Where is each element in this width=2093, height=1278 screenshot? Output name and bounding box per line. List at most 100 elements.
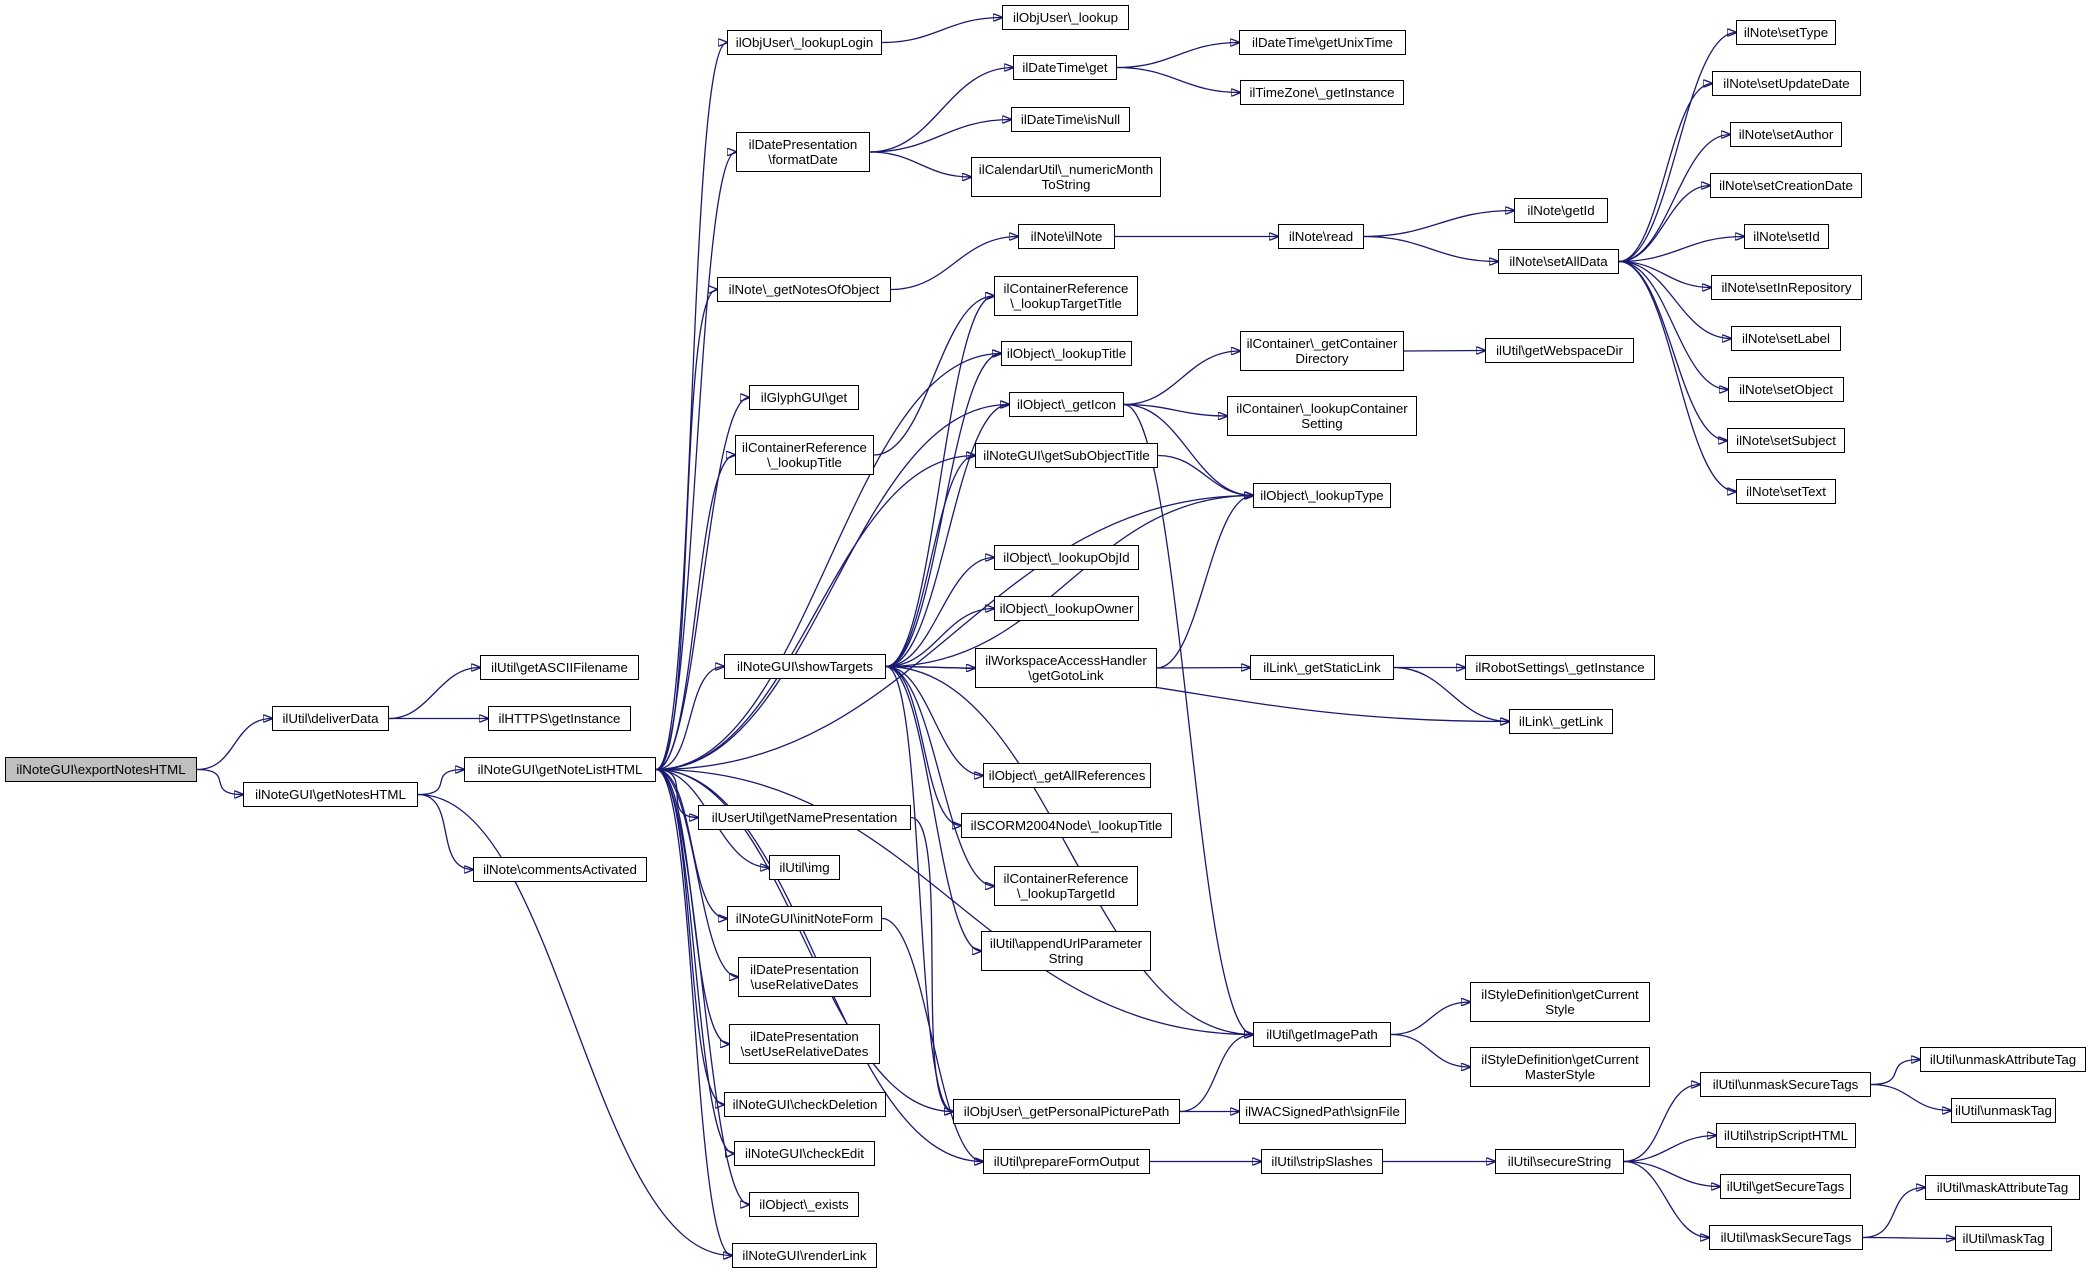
- node-getImagePath[interactable]: ilUtil\getImagePath: [1253, 1022, 1391, 1047]
- node-setLabel[interactable]: ilNote\setLabel: [1731, 326, 1841, 351]
- node-checkDeletion[interactable]: ilNoteGUI\checkDeletion: [724, 1092, 886, 1117]
- node-scorm-lookupTitle[interactable]: ilSCORM2004Node\_lookupTitle: [961, 813, 1172, 838]
- edge-n19-n27: [1618, 260, 1728, 390]
- node-objuser-lookup[interactable]: ilObjUser\_lookup: [1002, 5, 1129, 30]
- edge-n69-n71: [1623, 1160, 1720, 1187]
- edge-n62-n57: [1179, 1035, 1253, 1113]
- node-maskTag[interactable]: ilUtil\maskTag: [1955, 1226, 2052, 1251]
- node-link-getLink[interactable]: ilLink\_getLink: [1509, 709, 1613, 734]
- node-formatDate[interactable]: ilDatePresentation \formatDate: [736, 132, 870, 172]
- edge-n44-n46: [1393, 666, 1509, 722]
- node-getSecureTags[interactable]: ilUtil\getSecureTags: [1720, 1174, 1851, 1199]
- edge-n42-n51: [885, 665, 994, 887]
- node-getAllReferences[interactable]: ilObject\_getAllReferences: [983, 763, 1151, 788]
- edge-n52-n67: [881, 917, 983, 1162]
- node-getWebspaceDir[interactable]: ilUtil\getWebspaceDir: [1485, 338, 1634, 363]
- node-getNotesHTML[interactable]: ilNoteGUI\getNotesHTML: [243, 782, 418, 807]
- node-lookupLogin[interactable]: ilObjUser\_lookupLogin: [727, 30, 882, 55]
- node-robotsettings-getInstance[interactable]: ilRobotSettings\_getInstance: [1465, 655, 1655, 680]
- node-stripScriptHTML[interactable]: ilUtil\stripScriptHTML: [1716, 1123, 1856, 1148]
- node-object-getIcon[interactable]: ilObject\_getIcon: [1009, 392, 1124, 417]
- node-getNoteListHTML[interactable]: ilNoteGUI\getNoteListHTML: [464, 757, 656, 782]
- node-exportNotesHTML[interactable]: ilNoteGUI\exportNotesHTML: [5, 757, 197, 782]
- node-secureString[interactable]: ilUtil\secureString: [1495, 1149, 1624, 1174]
- node-setAuthor[interactable]: ilNote\setAuthor: [1730, 122, 1842, 147]
- node-setInRepository[interactable]: ilNote\setInRepository: [1711, 275, 1862, 300]
- node-initNoteForm[interactable]: ilNoteGUI\initNoteForm: [727, 906, 882, 931]
- node-setText[interactable]: ilNote\setText: [1736, 479, 1836, 504]
- node-maskAttributeTag[interactable]: ilUtil\maskAttributeTag: [1925, 1175, 2080, 1200]
- edge-n42-n39: [885, 496, 1253, 668]
- node-renderLink[interactable]: ilNoteGUI\renderLink: [732, 1243, 877, 1268]
- node-object-exists[interactable]: ilObject\_exists: [749, 1192, 859, 1217]
- edge-n5-n7: [655, 43, 727, 771]
- edge-n42-n49: [885, 665, 961, 826]
- node-unmaskTag[interactable]: ilUtil\unmaskTag: [1951, 1098, 2056, 1123]
- node-getNotesOfObject[interactable]: ilNote\_getNotesOfObject: [717, 277, 891, 302]
- node-glyphgui-get[interactable]: ilGlyphGUI\get: [749, 385, 859, 410]
- edge-n5-n15: [655, 290, 717, 771]
- node-lookupContainerSetting[interactable]: ilContainer\_lookupContainer Setting: [1227, 396, 1417, 436]
- node-object-lookupType[interactable]: ilObject\_lookupType: [1253, 483, 1391, 508]
- node-setCreationDate[interactable]: ilNote\setCreationDate: [1710, 173, 1862, 198]
- node-setObject[interactable]: ilNote\setObject: [1728, 377, 1844, 402]
- node-setAllData[interactable]: ilNote\setAllData: [1498, 249, 1619, 274]
- node-https-getInstance[interactable]: ilHTTPS\getInstance: [488, 706, 631, 731]
- node-setUseRelativeDates[interactable]: ilDatePresentation \setUseRelativeDates: [729, 1024, 880, 1064]
- node-lookupObjId[interactable]: ilObject\_lookupObjId: [994, 545, 1139, 570]
- node-setUpdateDate[interactable]: ilNote\setUpdateDate: [1712, 71, 1861, 96]
- node-maskSecureTags[interactable]: ilUtil\maskSecureTags: [1709, 1225, 1863, 1250]
- edge-n19-n29: [1618, 260, 1736, 492]
- node-getCurrentMasterStyle[interactable]: ilStyleDefinition\getCurrent MasterStyle: [1470, 1047, 1650, 1087]
- node-datetime-get[interactable]: ilDateTime\get: [1013, 55, 1117, 80]
- node-lookupOwner[interactable]: ilObject\_lookupOwner: [994, 596, 1139, 621]
- node-getCurrentStyle[interactable]: ilStyleDefinition\getCurrent Style: [1470, 982, 1650, 1022]
- node-stripSlashes[interactable]: ilUtil\stripSlashes: [1261, 1149, 1383, 1174]
- edge-n48-n62: [910, 816, 953, 1112]
- node-lookupTargetTitle[interactable]: ilContainerReference \_lookupTargetTitle: [994, 276, 1138, 316]
- node-showTargets[interactable]: ilNoteGUI\showTargets: [724, 654, 886, 679]
- node-timezone-getInstance[interactable]: ilTimeZone\_getInstance: [1240, 80, 1404, 105]
- node-getNamePresentation[interactable]: ilUserUtil\getNamePresentation: [698, 805, 911, 830]
- node-getASCIIFilename[interactable]: ilUtil\getASCIIFilename: [480, 655, 639, 680]
- node-getSubObjectTitle[interactable]: ilNoteGUI\getSubObjectTitle: [975, 443, 1158, 468]
- edge-n7-n8: [881, 18, 1002, 44]
- node-ilNote-read[interactable]: ilNote\read: [1278, 224, 1364, 249]
- node-signFile[interactable]: ilWACSignedPath\signFile: [1239, 1099, 1406, 1124]
- node-getStaticLink[interactable]: ilLink\_getStaticLink: [1250, 655, 1394, 680]
- node-useRelativeDates[interactable]: ilDatePresentation \useRelativeDates: [738, 957, 871, 997]
- node-setSubject[interactable]: ilNote\setSubject: [1727, 428, 1845, 453]
- node-getGotoLink[interactable]: ilWorkspaceAccessHandler \getGotoLink: [975, 648, 1157, 688]
- node-getUnixTime[interactable]: ilDateTime\getUnixTime: [1239, 30, 1406, 55]
- node-unmaskSecureTags[interactable]: ilUtil\unmaskSecureTags: [1700, 1072, 1871, 1097]
- edge-n42-n41: [885, 609, 994, 668]
- edge-n42-n40: [885, 558, 994, 668]
- node-numericMonthToString[interactable]: ilCalendarUtil\_numericMonth ToString: [971, 157, 1161, 197]
- node-containerref-lookupTitle[interactable]: ilContainerReference \_lookupTitle: [735, 435, 874, 475]
- node-lookupTargetId[interactable]: ilContainerReference \_lookupTargetId: [994, 866, 1138, 906]
- node-getPersonalPicturePath[interactable]: ilObjUser\_getPersonalPicturePath: [953, 1099, 1180, 1124]
- edge-n19-n26: [1618, 260, 1731, 339]
- node-isNull[interactable]: ilDateTime\isNull: [1011, 107, 1130, 132]
- node-object-lookupTitle[interactable]: ilObject\_lookupTitle: [1001, 341, 1132, 366]
- node-getContainerDirectory[interactable]: ilContainer\_getContainer Directory: [1240, 331, 1404, 371]
- edge-n42-n32: [885, 296, 994, 668]
- edge-n34-n35: [1123, 351, 1240, 406]
- node-checkEdit[interactable]: ilNoteGUI\checkEdit: [734, 1141, 875, 1166]
- node-appendUrlParameterString[interactable]: ilUtil\appendUrlParameter String: [981, 931, 1151, 971]
- edge-n69-n66: [1623, 1136, 1716, 1163]
- edge-n34-n57: [1123, 403, 1253, 1035]
- node-prepareFormOutput[interactable]: ilUtil\prepareFormOutput: [983, 1149, 1150, 1174]
- node-setType[interactable]: ilNote\setType: [1736, 20, 1836, 45]
- node-ilNote-ilNote[interactable]: ilNote\ilNote: [1018, 224, 1115, 249]
- node-ilNote-getId[interactable]: ilNote\getId: [1514, 198, 1608, 223]
- node-setId[interactable]: ilNote\setId: [1744, 224, 1829, 249]
- edge-n74-n75: [1862, 1238, 1955, 1239]
- node-deliverData[interactable]: ilUtil\deliverData: [272, 706, 389, 731]
- edge-n42-n34: [885, 405, 1009, 668]
- node-unmaskAttributeTag[interactable]: ilUtil\unmaskAttributeTag: [1920, 1047, 2086, 1072]
- node-commentsActivated[interactable]: ilNote\commentsActivated: [473, 857, 647, 882]
- edge-n34-n39: [1123, 403, 1253, 496]
- node-util-img[interactable]: ilUtil\img: [769, 855, 840, 880]
